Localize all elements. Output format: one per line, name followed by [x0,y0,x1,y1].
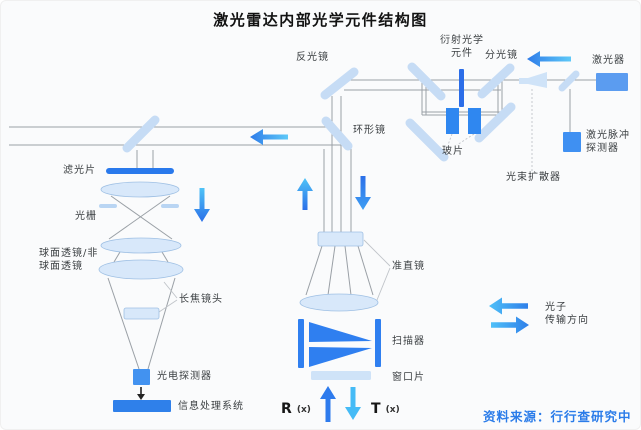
label-filter: 滤光片 [63,165,96,176]
collimator-lens [299,293,379,312]
blue-components [113,73,628,412]
spherical-lens-2 [98,259,184,280]
label-scanner: 扫描器 [392,336,425,347]
label-collimator: 准直镜 [392,261,425,272]
label-doe: 衍射光学 元件 [440,35,484,59]
laser-pulse-detector-box [563,132,581,152]
lenses [98,181,379,320]
spherical-lens-1 [100,237,182,254]
photodetector-box [133,369,150,385]
arrow-down-t [345,387,361,420]
callout-lines [158,89,533,313]
label-r-x: R (x) [281,398,311,417]
box-mirror-bottom-right [474,102,516,143]
label-laser: 激光器 [592,55,625,66]
scanner-bar-left [298,319,304,368]
label-telephoto-lens: 长焦镜头 [179,294,223,305]
source-credit: 资料来源：行行查研究中心 [483,409,632,429]
light-path-lines [9,79,596,370]
arrow-left-receive [250,129,288,145]
reflector-mirror [320,67,359,100]
box-mirror-bottom-left [405,118,449,162]
arrow-up-center [297,178,313,210]
label-ring-mirror: 环形镜 [353,125,386,136]
arrow-up-r [320,386,336,422]
label-r: R [281,401,292,417]
beam-diffuser-cone [519,72,547,88]
arrow-down-center [355,176,371,210]
mirrors [122,62,516,162]
arrow-left-top [527,51,571,67]
receive-lens-1 [100,181,180,198]
legend-arrow-right [491,316,529,334]
label-window: 窗口片 [392,372,425,383]
beam-splitter-mirror [477,63,515,99]
label-beam-diffuser: 光束扩散器 [506,172,561,183]
glass-slide-2 [468,108,481,134]
label-glass-slide: 玻片 [442,146,464,157]
arrow-down-receive [194,188,210,222]
telephoto-lens-element [123,307,160,320]
info-system-box [113,400,171,412]
scanner-bar-right [375,319,381,367]
grating-left [99,204,117,208]
arrow-black-head [137,394,145,400]
box-mirror-top-left [407,62,446,101]
label-t-x: T (x) [371,398,400,417]
scanner-wedge-bottom [309,347,372,367]
laser-pickoff-mirror [558,70,580,92]
label-legend: 光子 传输方向 [545,302,589,326]
label-laser-pulse-detector: 激光脉冲 探测器 [586,130,630,154]
window-plate [311,371,371,380]
label-photodetector: 光电探测器 [157,371,212,382]
label-spherical-lens: 球面透镜/非 球面透镜 [39,248,99,272]
label-reflector: 反光镜 [296,52,329,63]
laser-box [596,73,628,91]
label-grating: 光栅 [75,211,97,222]
scanner-wedge-top [309,322,372,342]
glass-slide-1 [446,108,459,134]
label-t-suffix: (x) [385,405,400,415]
filter-bar [106,168,174,174]
page-title: 激光雷达内部光学元件结构图 [213,11,428,29]
grating-right [161,204,179,208]
label-t: T [371,401,381,417]
label-r-suffix: (x) [296,405,311,415]
receive-fold-mirror [122,115,160,153]
legend-arrow-left [489,297,528,315]
label-beam-splitter: 分光镜 [485,50,518,61]
collimator-plate [317,231,364,247]
label-info-system: 信息处理系统 [178,401,244,412]
diffractive-optical-element [459,69,464,107]
ring-mirror [321,116,353,151]
